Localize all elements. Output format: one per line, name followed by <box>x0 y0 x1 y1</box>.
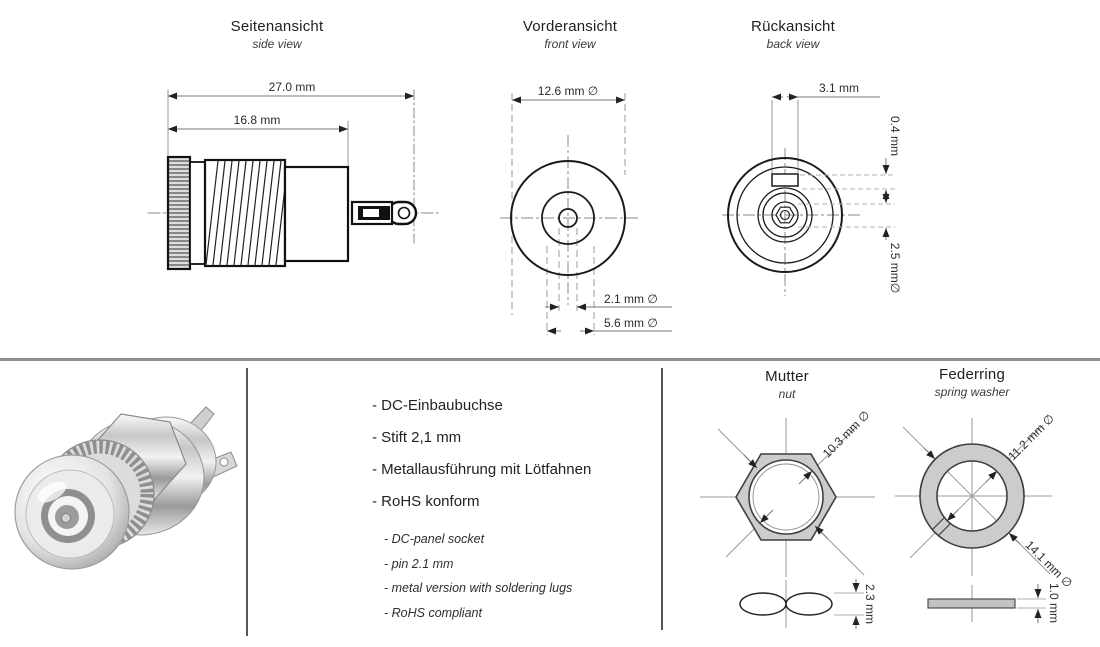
front-view-title-en: front view <box>544 37 596 51</box>
front-outer-diameter-dim: 12.6 mm ∅ <box>538 84 598 98</box>
back-view-drawing: 3.1 mm 0.4 mm 2.5 mm∅ <box>722 81 902 296</box>
back-view-title-de: Rückansicht <box>751 18 835 35</box>
washer-title: Federring spring washer <box>892 366 1052 399</box>
vertical-divider-left <box>246 368 248 636</box>
washer-drawing: 11.2 mm ∅ 14.1 mm ∅ 1.0 mm <box>895 411 1075 623</box>
nut-title: Mutter nut <box>707 368 867 401</box>
washer-thickness-dim: 1.0 mm <box>1047 583 1061 623</box>
back-slot-depth-dim: 0.4 mm <box>888 116 902 156</box>
nut-thread-diameter-dim: 10.3 mm ∅ <box>820 408 873 461</box>
feature-list-english: - DC-panel socket - pin 2.1 mm - metal v… <box>384 527 572 625</box>
feature-en-1: - DC-panel socket <box>384 532 485 546</box>
back-view-title: Rückansicht back view <box>713 18 873 51</box>
side-total-length-dim: 27.0 mm <box>269 80 316 94</box>
front-pin-diameter-dim: 2.1 mm ∅ <box>604 292 658 306</box>
front-view-drawing: 12.6 mm ∅ 2.1 mm ∅ 5.6 mm ∅ <box>500 84 672 335</box>
feature-en-4: - RoHS compliant <box>384 605 482 620</box>
washer-inner-diameter-dim: 11.2 mm ∅ <box>1005 411 1057 463</box>
side-view-title-en: side view <box>252 37 302 51</box>
front-view-title-de: Vorderansicht <box>522 18 618 35</box>
side-view-title-de: Seitenansicht <box>230 18 324 35</box>
product-photo <box>14 406 238 570</box>
feature-en-3: - metal version with soldering lugs <box>384 581 573 595</box>
feature-de-1: - DC-Einbaubuchse <box>372 397 503 414</box>
side-view-title: Seitenansicht side view <box>197 18 357 51</box>
feature-de-4: - RoHS konform <box>372 493 480 510</box>
nut-drawing: 10.3 mm ∅ 2.3 mm <box>700 408 877 629</box>
washer-title-en: spring washer <box>934 385 1010 399</box>
front-sleeve-diameter-dim: 5.6 mm ∅ <box>604 316 658 330</box>
front-view-title: Vorderansicht front view <box>490 18 650 51</box>
side-view-drawing: 27.0 mm 16.8 mm <box>147 80 439 271</box>
back-slot-width-dim: 3.1 mm <box>819 81 859 95</box>
feature-en-2: - pin 2.1 mm <box>384 556 454 571</box>
feature-list-german: - DC-Einbaubuchse - Stift 2,1 mm - Metal… <box>372 390 591 518</box>
nut-title-en: nut <box>778 387 796 401</box>
feature-de-2: - Stift 2,1 mm <box>372 429 462 446</box>
side-body-length-dim: 16.8 mm <box>234 113 281 127</box>
nut-title-de: Mutter <box>765 368 809 385</box>
nut-thickness-dim: 2.3 mm <box>863 584 877 624</box>
feature-de-3: - Metallausführung mit Lötfahnen <box>372 461 592 478</box>
back-hole-diameter-dim: 2.5 mm∅ <box>888 243 902 293</box>
horizontal-divider <box>0 358 1100 361</box>
washer-title-de: Federring <box>939 366 1005 383</box>
vertical-divider-right <box>661 368 663 630</box>
back-view-title-en: back view <box>766 37 820 51</box>
